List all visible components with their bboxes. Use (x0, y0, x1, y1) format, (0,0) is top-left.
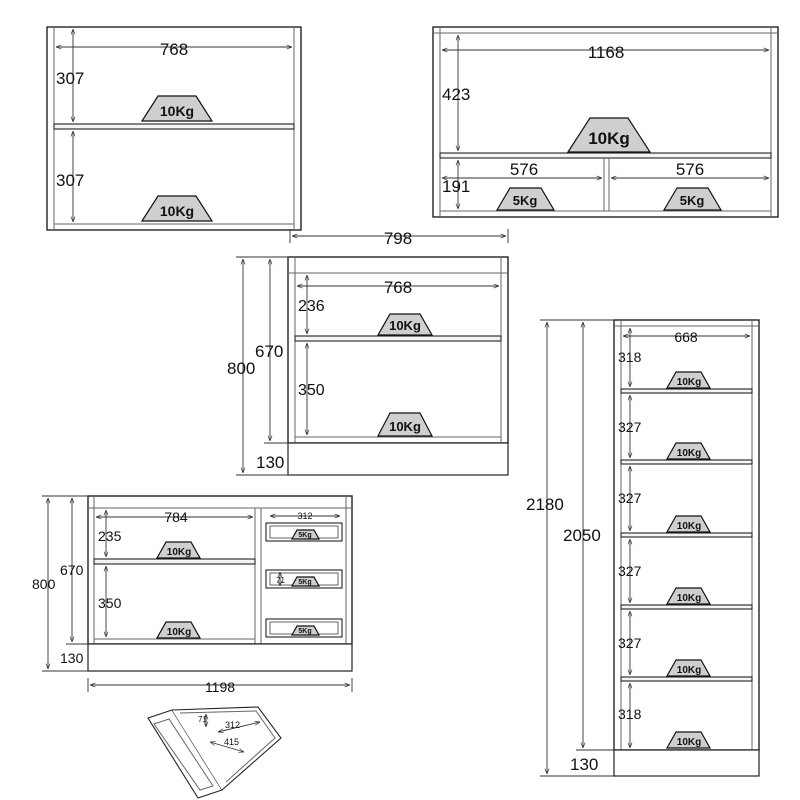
svg-text:5Kg: 5Kg (298, 628, 311, 635)
height-label: 800 (227, 359, 255, 378)
width-label: 312 (297, 511, 312, 521)
height-label: 71 (198, 715, 207, 724)
load-badge: 10Kg (140, 195, 214, 222)
width-label: 768 (160, 40, 188, 59)
height-label: 191 (442, 177, 470, 196)
cabinet-open-two-shelf: 768 307 307 10Kg 10Kg (46, 26, 302, 231)
svg-text:5Kg: 5Kg (680, 193, 705, 208)
width-label: 576 (676, 160, 704, 179)
svg-text:5Kg: 5Kg (298, 532, 311, 539)
load-badge: 10Kg (155, 621, 202, 639)
svg-text:10Kg: 10Kg (588, 129, 630, 148)
width-label: 668 (674, 329, 698, 345)
height-label: 71 (276, 576, 285, 585)
height-label: 130 (570, 755, 598, 774)
load-badge: 5Kg (495, 187, 556, 211)
height-label: 2050 (563, 526, 601, 545)
load-badge: 10Kg (155, 541, 202, 559)
height-label: 327 (618, 490, 642, 506)
drawer: 5Kg (265, 522, 343, 542)
load-badge: 5Kg (662, 187, 723, 211)
height-label: 800 (32, 576, 56, 592)
svg-text:5Kg: 5Kg (513, 193, 538, 208)
tall-bookcase: 668 318 327 327 327 327 318 10Kg 10Kg 10… (526, 319, 760, 777)
svg-text:10Kg: 10Kg (389, 419, 421, 434)
width-label: 312 (225, 720, 240, 730)
height-label: 670 (60, 562, 84, 578)
height-label: 670 (255, 342, 283, 361)
width-label: 798 (384, 229, 412, 248)
load-badge: 10Kg (376, 313, 434, 336)
load-badge: 10Kg (665, 731, 712, 749)
cabinet-on-plinth: 798 768 236 350 10Kg 10Kg 800 670 130 (227, 229, 509, 476)
height-label: 327 (618, 635, 642, 651)
svg-text:10Kg: 10Kg (160, 203, 194, 219)
svg-text:10Kg: 10Kg (389, 318, 421, 333)
load-badge: 10Kg (665, 587, 712, 605)
load-badge: 10Kg (377, 412, 433, 437)
width-label: 576 (510, 160, 538, 179)
width-label: 768 (384, 278, 412, 297)
width-label: 784 (164, 509, 188, 525)
height-label: 327 (618, 419, 642, 435)
width-label: 1168 (588, 43, 625, 62)
svg-text:10Kg: 10Kg (677, 593, 701, 604)
height-label: 236 (298, 298, 325, 315)
svg-text:10Kg: 10Kg (160, 103, 194, 119)
load-badge: 10Kg (665, 659, 712, 677)
height-label: 350 (298, 382, 325, 399)
height-label: 318 (618, 706, 642, 722)
svg-text:10Kg: 10Kg (677, 665, 701, 676)
height-label: 130 (256, 453, 284, 472)
load-badge: 10Kg (665, 515, 712, 533)
drawer-perspective-detail: 71 312 415 (147, 706, 282, 799)
height-label: 130 (60, 650, 84, 666)
load-badge: 10Kg (665, 371, 712, 389)
height-label: 327 (618, 563, 642, 579)
cabinet-wide-with-drawers: 1168 423 10Kg 576 576 191 5Kg 5Kg (432, 26, 779, 218)
svg-text:10Kg: 10Kg (167, 547, 191, 558)
height-label: 350 (98, 595, 122, 611)
svg-text:10Kg: 10Kg (167, 627, 191, 638)
height-label: 307 (56, 171, 84, 190)
width-label: 1198 (205, 679, 235, 695)
svg-text:10Kg: 10Kg (677, 521, 701, 532)
drawer: 5Kg 71 (265, 569, 343, 589)
height-label: 423 (442, 85, 470, 104)
svg-text:10Kg: 10Kg (677, 448, 701, 459)
height-label: 318 (618, 349, 642, 365)
depth-label: 415 (224, 737, 239, 747)
load-badge: 10Kg (140, 95, 214, 122)
height-label: 307 (56, 69, 84, 88)
load-badge: 10Kg (566, 117, 652, 153)
svg-text:5Kg: 5Kg (298, 579, 311, 586)
height-label: 2180 (526, 495, 564, 514)
load-badge: 10Kg (665, 442, 712, 460)
cabinet-with-drawer-column: 784 235 350 10Kg 10Kg 312 5Kg 5Kg 71 (32, 495, 353, 695)
svg-text:10Kg: 10Kg (677, 377, 701, 388)
svg-text:10Kg: 10Kg (677, 737, 701, 748)
drawer: 5Kg (265, 618, 343, 638)
height-label: 235 (98, 528, 122, 544)
